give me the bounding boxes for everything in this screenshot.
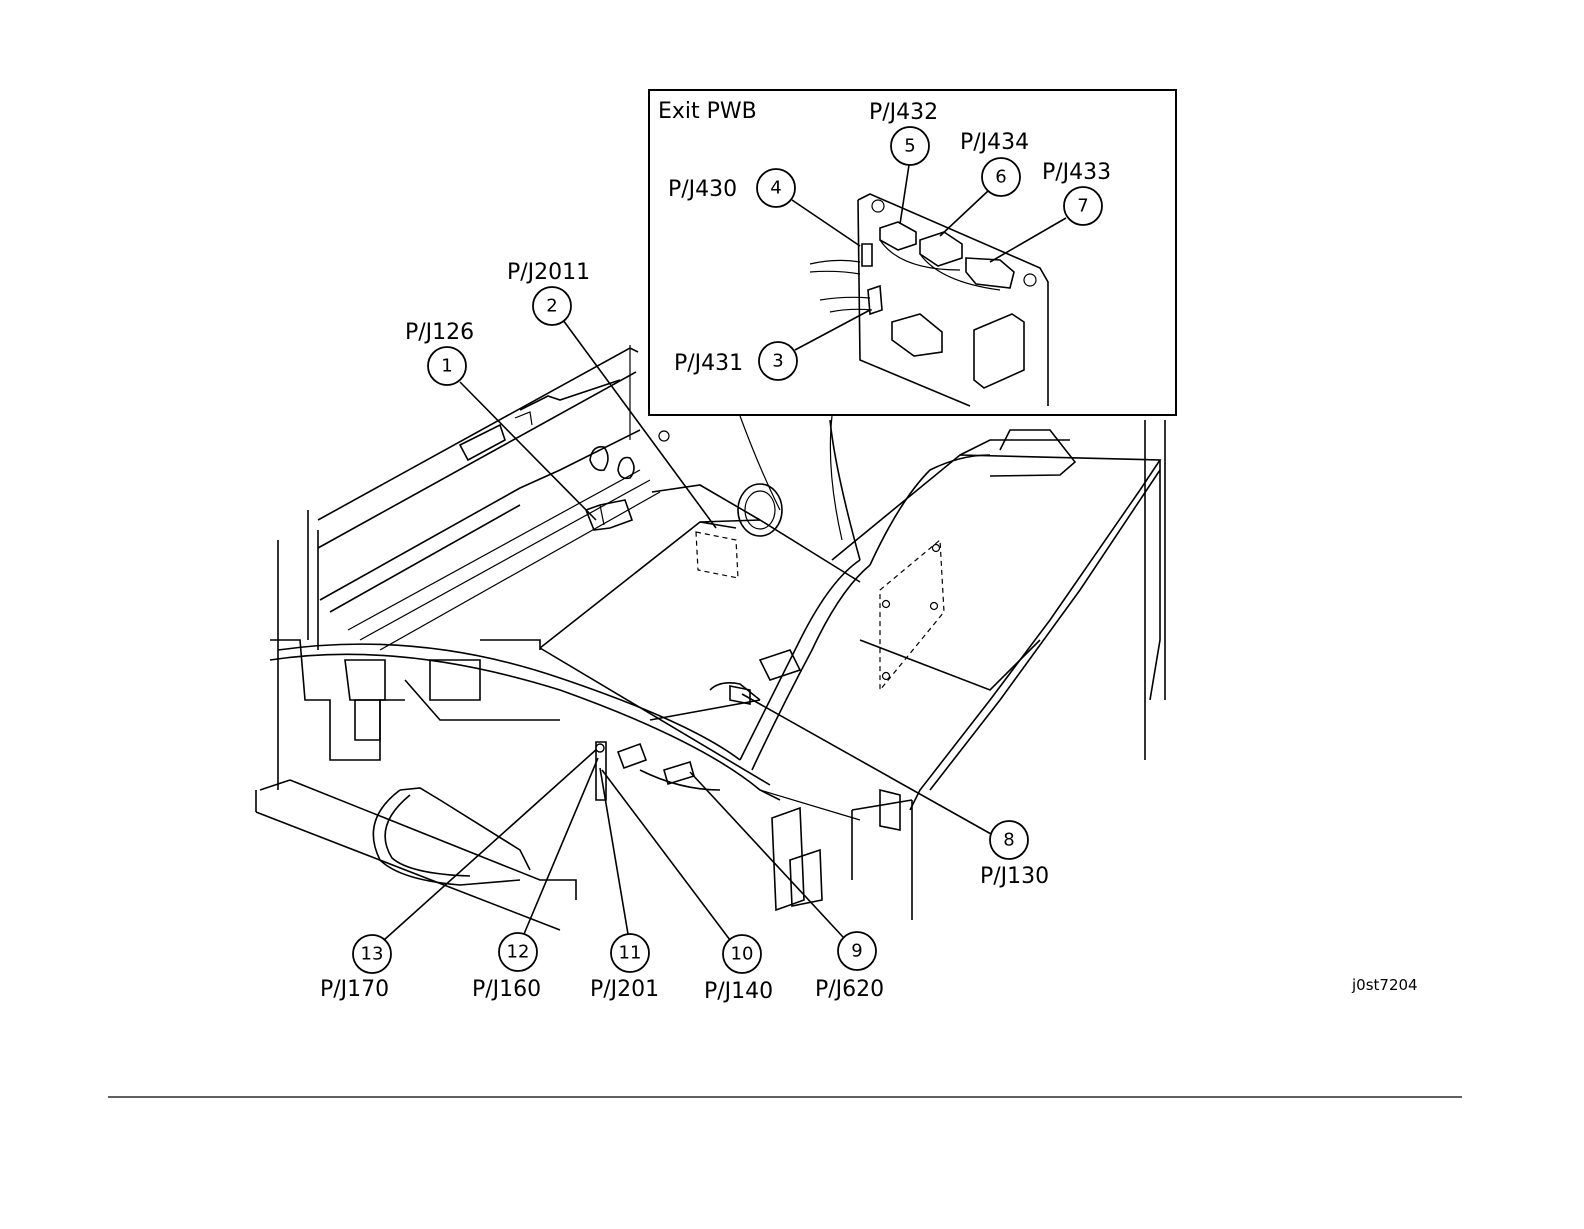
callout-10-label: P/J140 <box>704 979 773 1004</box>
callout-5-label: P/J432 <box>869 100 938 125</box>
callout-6-label: P/J434 <box>960 130 1029 155</box>
callout-2-number: 2 <box>546 296 557 317</box>
callout-10-number: 10 <box>731 944 754 965</box>
callout-4-number: 4 <box>770 178 781 199</box>
callout-3-number: 3 <box>772 351 783 372</box>
callout-9-label: P/J620 <box>815 977 884 1002</box>
connector-point <box>596 744 604 752</box>
callout-1-label: P/J126 <box>405 320 474 345</box>
callout-13-label: P/J170 <box>320 977 389 1002</box>
callout-13-number: 13 <box>361 944 384 965</box>
callout-9-number: 9 <box>851 941 862 962</box>
callout-11-number: 11 <box>619 943 642 964</box>
callout-8-number: 8 <box>1003 830 1014 851</box>
callout-8: 8 P/J130 <box>742 694 1049 889</box>
callout-5-number: 5 <box>904 136 915 157</box>
callout-12-label: P/J160 <box>472 977 541 1002</box>
callout-12-number: 12 <box>507 942 530 963</box>
callout-7-number: 7 <box>1077 196 1088 217</box>
callout-2-label: P/J2011 <box>507 260 590 285</box>
callout-9: 9 P/J620 <box>690 772 884 1002</box>
figure-id: j0st7204 <box>1351 976 1418 994</box>
callout-4-label: P/J430 <box>668 177 737 202</box>
inset-title: Exit PWB <box>658 99 757 124</box>
callout-3-label: P/J431 <box>674 351 743 376</box>
callout-6-number: 6 <box>995 167 1006 188</box>
callout-1-number: 1 <box>441 356 452 377</box>
callout-11: 11 P/J201 <box>590 768 659 1002</box>
callout-12: 12 P/J160 <box>472 758 598 1002</box>
callout-11-label: P/J201 <box>590 977 659 1002</box>
callout-7-label: P/J433 <box>1042 160 1111 185</box>
callout-8-label: P/J130 <box>980 864 1049 889</box>
